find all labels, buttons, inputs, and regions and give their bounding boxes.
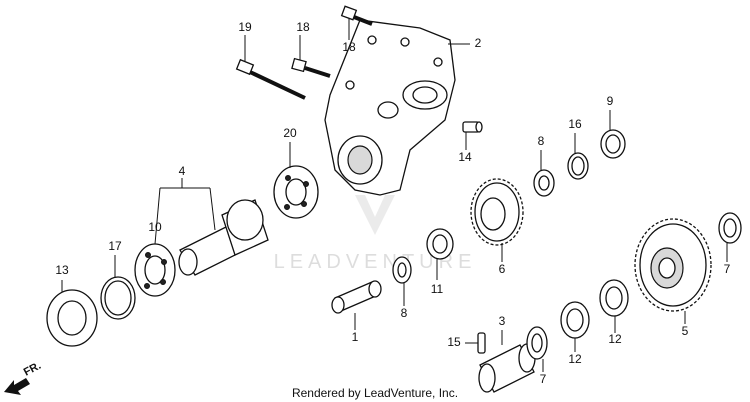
callout-7-upper: 7 — [724, 262, 731, 276]
callout-5: 5 — [682, 324, 689, 338]
needle-bearing-11[interactable] — [426, 228, 454, 260]
gear-6[interactable] — [470, 178, 524, 246]
bolt-18-left[interactable] — [291, 57, 331, 78]
bearing-10[interactable] — [134, 243, 176, 297]
callout-8-lower: 8 — [401, 306, 408, 320]
shaft-3[interactable] — [478, 343, 536, 393]
callouts: 2 19 18 18 14 20 4 10 17 13 1 8 11 6 8 1… — [55, 20, 730, 386]
callout-19: 19 — [238, 20, 252, 34]
watermark-brand: LEADVENTURE — [274, 251, 477, 273]
washer-8-lower[interactable] — [392, 256, 412, 284]
callout-4: 4 — [179, 164, 186, 178]
bolt-19[interactable] — [235, 58, 306, 100]
dowel-pin-14[interactable] — [462, 121, 483, 133]
oil-seal-13[interactable] — [46, 289, 98, 347]
callout-13: 13 — [55, 263, 69, 277]
countershaft-4[interactable] — [178, 199, 269, 276]
snap-ring-17[interactable] — [100, 276, 136, 320]
callout-17: 17 — [108, 239, 122, 253]
pin-15[interactable] — [477, 332, 486, 354]
needle-bearing-12-lower[interactable] — [560, 301, 590, 339]
needle-bearing-12-upper[interactable] — [599, 279, 629, 317]
callout-3: 3 — [499, 314, 506, 328]
gear-case[interactable] — [324, 19, 456, 196]
callout-16: 16 — [568, 117, 582, 131]
callout-15: 15 — [447, 335, 461, 349]
callout-18-top: 18 — [342, 40, 356, 54]
callout-12-upper: 12 — [608, 332, 622, 346]
callout-20: 20 — [283, 126, 297, 140]
callout-6: 6 — [499, 262, 506, 276]
leader-lines — [61, 18, 728, 372]
footer-credit: Rendered by LeadVenture, Inc. — [292, 386, 458, 400]
collar-1[interactable] — [331, 280, 382, 314]
callout-7-lower: 7 — [540, 372, 547, 386]
callout-14: 14 — [458, 150, 472, 164]
callout-10: 10 — [148, 220, 162, 234]
callout-11: 11 — [431, 282, 444, 296]
washer-7-upper[interactable] — [718, 212, 742, 244]
callout-2: 2 — [475, 36, 482, 50]
bolt-18-top[interactable] — [340, 5, 373, 26]
washer-7-lower[interactable] — [526, 326, 548, 360]
front-direction-arrow: FR. — [4, 360, 43, 395]
callout-8-upper: 8 — [538, 134, 545, 148]
watermark: LEADVENTURE — [274, 195, 477, 273]
direction-label: FR. — [22, 360, 43, 379]
callout-12-lower: 12 — [568, 352, 582, 366]
washer-9[interactable] — [600, 129, 626, 159]
bearing-20[interactable] — [273, 165, 319, 219]
washer-8-upper[interactable] — [533, 169, 555, 197]
callout-18-left: 18 — [296, 20, 310, 34]
gear-5[interactable] — [634, 218, 712, 312]
snap-ring-16[interactable] — [567, 152, 589, 180]
callout-1: 1 — [352, 330, 359, 344]
callout-9: 9 — [607, 94, 614, 108]
